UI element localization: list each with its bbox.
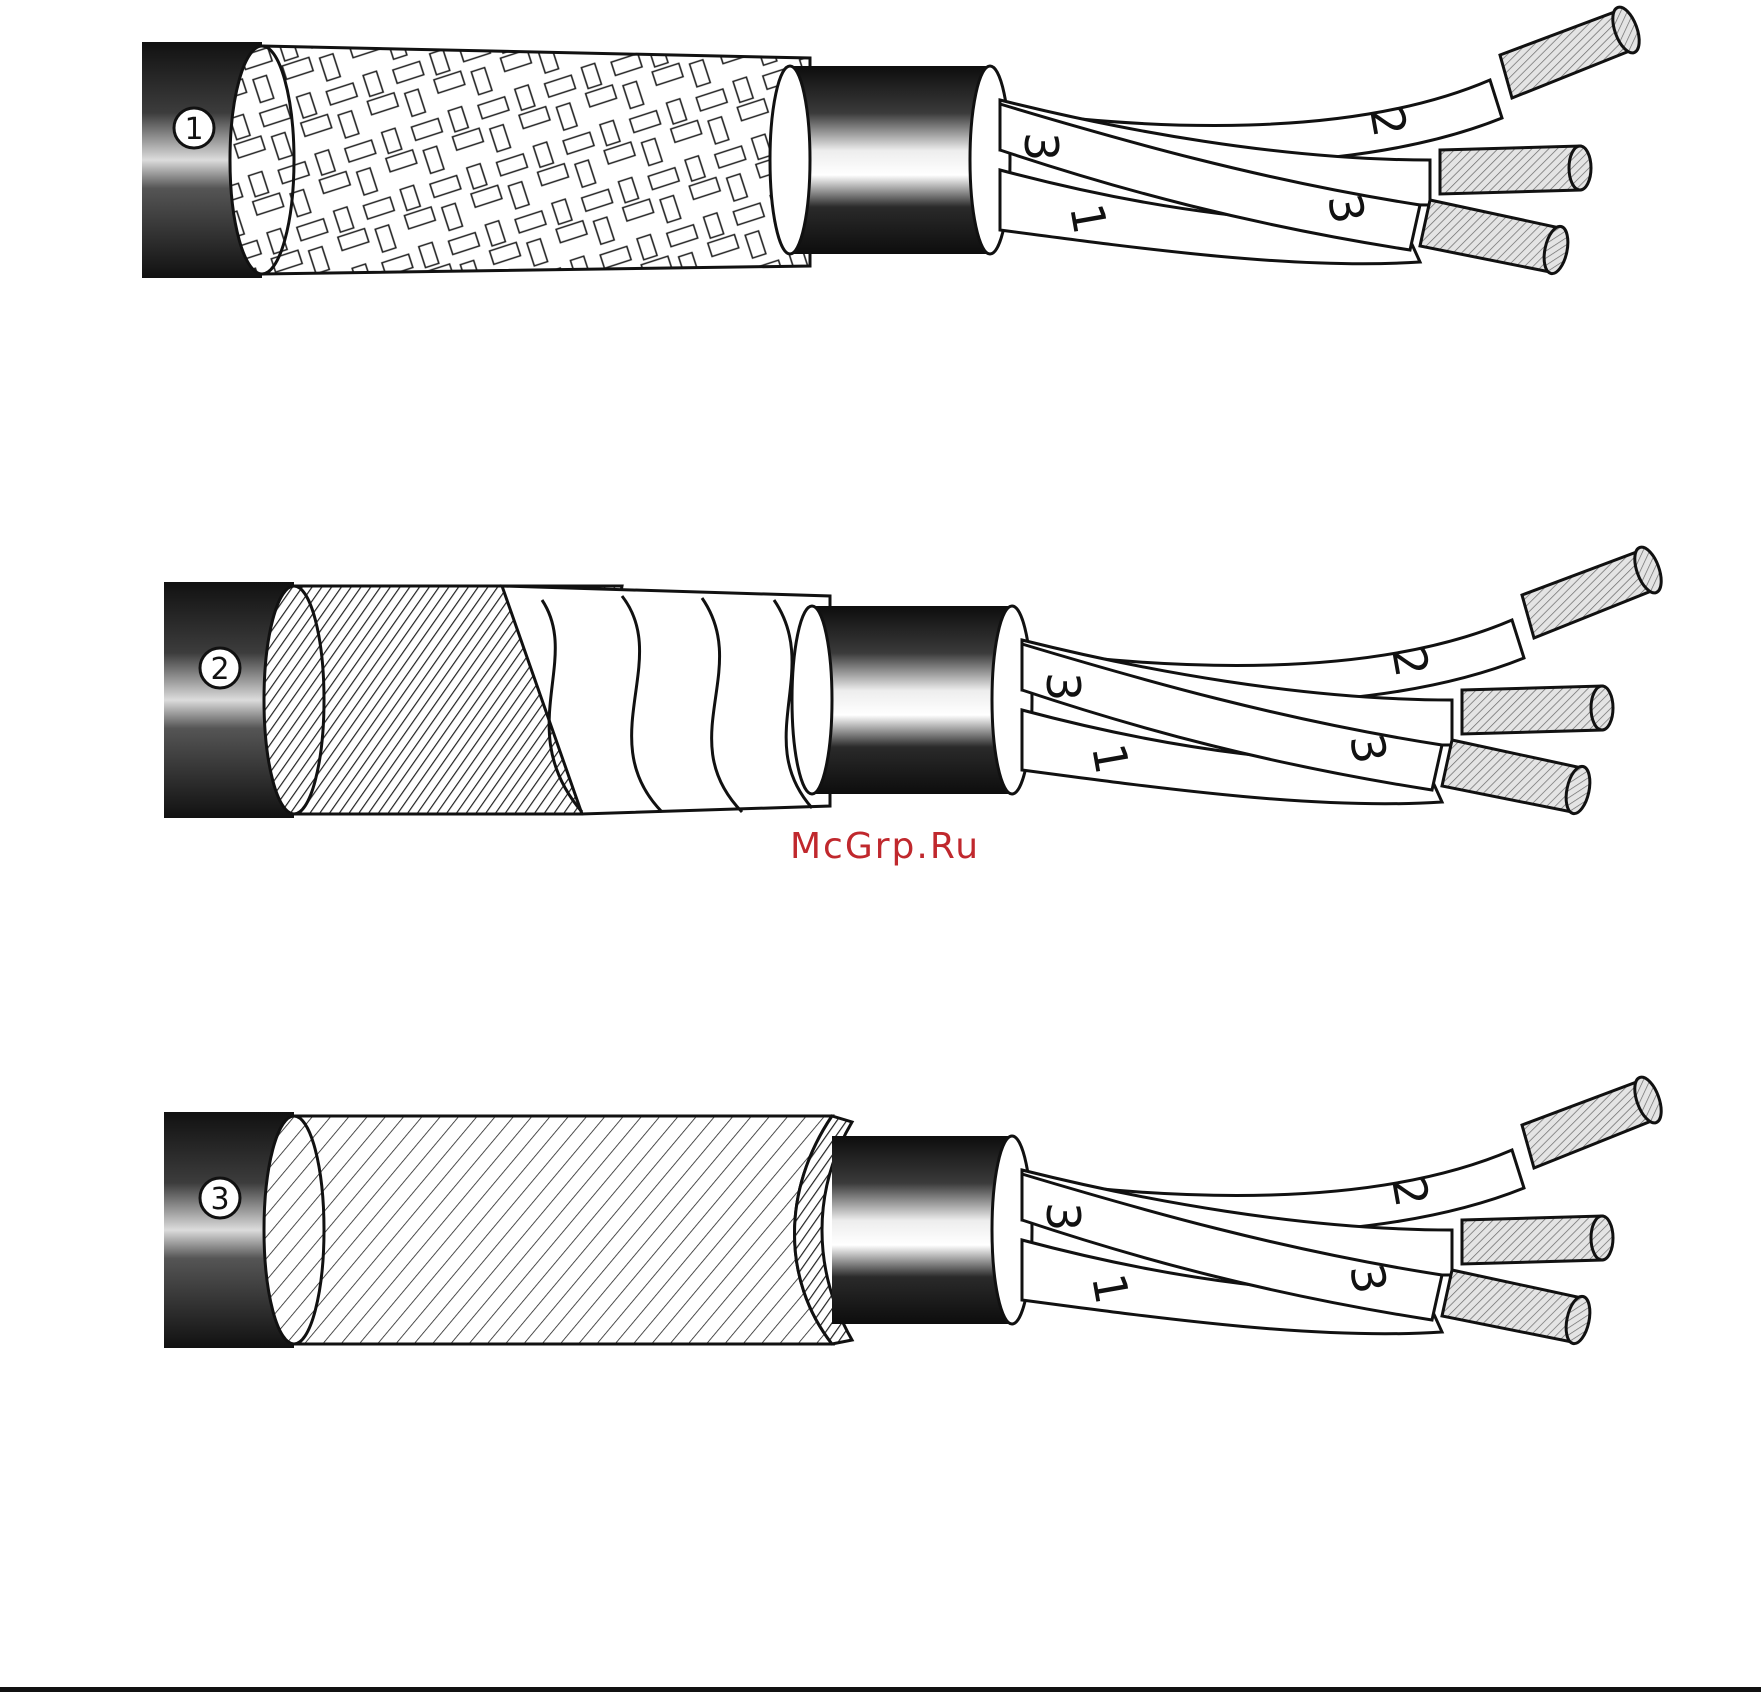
inner-jacket [832,1136,1012,1324]
cable-index-label: 1 [184,112,203,147]
conductor [1442,1270,1582,1342]
inner-jacket [790,66,990,254]
foil-shield [269,1116,832,1344]
conductor [1462,1216,1602,1264]
conductor [1462,686,1602,734]
cable-index-badge: 1 [174,108,214,148]
conductor [1442,740,1582,812]
cable-3: 3 3 2 1 3 [164,1074,1667,1348]
conductor [1440,146,1580,194]
watermark-text: McGrp.Ru [790,826,980,867]
conductor [1420,200,1560,272]
core-label: 3 [1036,672,1090,701]
braided-shield [236,46,810,274]
inner-jacket [812,606,1012,794]
cable-index-badge: 2 [200,648,240,688]
core-label: 3 [1014,132,1068,161]
cable-index-label: 2 [210,652,229,687]
cable-2: 2 3 2 1 3 [164,544,1667,818]
core-label: 3 [1036,1202,1090,1231]
cable-1: 1 3 2 1 3 [142,4,1645,278]
cable-index-label: 3 [210,1182,229,1217]
page-bottom-rule [0,1687,1761,1692]
cable-index-badge: 3 [200,1178,240,1218]
